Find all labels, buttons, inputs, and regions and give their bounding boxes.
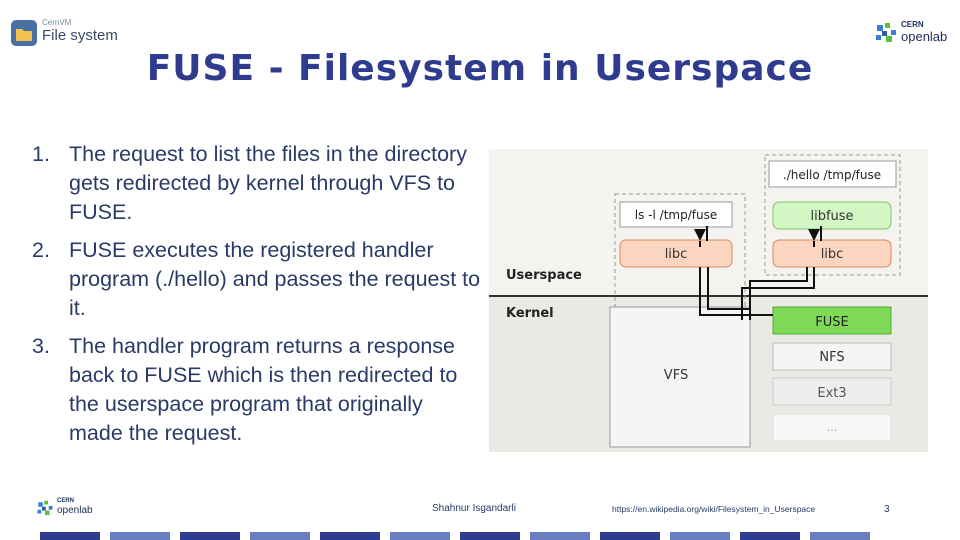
ext3-text: Ext3	[817, 386, 846, 401]
openlab-mark-icon	[876, 23, 896, 42]
nfs-box	[772, 342, 892, 371]
cvmfs-logo-line2: File system	[42, 27, 118, 44]
more-box	[772, 413, 892, 442]
point-item: 1. The request to list the files in the d…	[32, 140, 482, 227]
openlab-logo-line2: openlab	[901, 29, 948, 44]
fuse-box	[772, 306, 892, 335]
kernel-label: Kernel	[506, 306, 554, 321]
footer-openlab-logo: CERN openlab	[36, 498, 106, 520]
libc-right-box	[772, 239, 892, 268]
fuse-diagram: Userspace Kernel ls -l /tmp/fuse libc ./…	[489, 149, 928, 452]
ls-command-text: ls -l /tmp/fuse	[635, 208, 717, 222]
point-number: 2.	[32, 238, 50, 262]
openlab-mark-icon	[37, 500, 53, 515]
cvmfs-logo-line1: CernVM	[42, 18, 72, 27]
footer-source-link[interactable]: https://en.wikipedia.org/wiki/Filesystem…	[612, 504, 816, 514]
point-item: 3. The handler program returns a response…	[32, 332, 482, 448]
arrow-head-down	[808, 229, 820, 241]
page-number: 3	[884, 504, 890, 515]
libc-left-text: libc	[665, 247, 688, 262]
response-arrow	[699, 226, 822, 247]
arrow-head-up	[694, 229, 706, 241]
more-text: ...	[827, 421, 838, 434]
vfs-box	[609, 306, 751, 448]
point-text: The request to list the files in the dir…	[69, 142, 467, 224]
points-list: 1. The request to list the files in the d…	[32, 140, 482, 457]
hello-command-box	[768, 160, 897, 188]
hello-command-text: ./hello /tmp/fuse	[783, 168, 881, 182]
bottom-decor-bar	[0, 532, 960, 540]
libc-right-text: libc	[821, 247, 844, 262]
point-number: 3.	[32, 334, 50, 358]
fuse-text: FUSE	[815, 315, 848, 330]
vfs-text: VFS	[664, 368, 688, 383]
userspace-label: Userspace	[506, 268, 582, 283]
footer-logo-line1: CERN	[57, 498, 75, 504]
slide-title: FUSE - Filesystem in Userspace	[146, 48, 814, 89]
cvmfs-logo: CernVM File system	[10, 18, 120, 48]
point-item: 2. FUSE executes the registered handler p…	[32, 236, 482, 323]
openlab-logo: CERN openlab	[874, 20, 954, 48]
point-text: The handler program returns a response b…	[69, 334, 458, 445]
request-arrow	[699, 267, 815, 320]
footer-logo-line2: openlab	[57, 505, 93, 516]
cvmfs-folder-icon	[11, 20, 37, 46]
point-number: 1.	[32, 142, 50, 166]
libfuse-text: libfuse	[810, 209, 853, 224]
ext3-box	[772, 377, 892, 406]
nfs-text: NFS	[819, 350, 844, 365]
footer-author: Shahnur Isgandarli	[432, 503, 516, 514]
point-text: FUSE executes the registered handler pro…	[69, 238, 481, 320]
libc-left-box	[619, 239, 733, 268]
libfuse-box	[772, 201, 892, 230]
openlab-logo-line1: CERN	[901, 20, 924, 29]
hello-program-container	[764, 154, 901, 276]
ls-command-box	[619, 201, 733, 228]
